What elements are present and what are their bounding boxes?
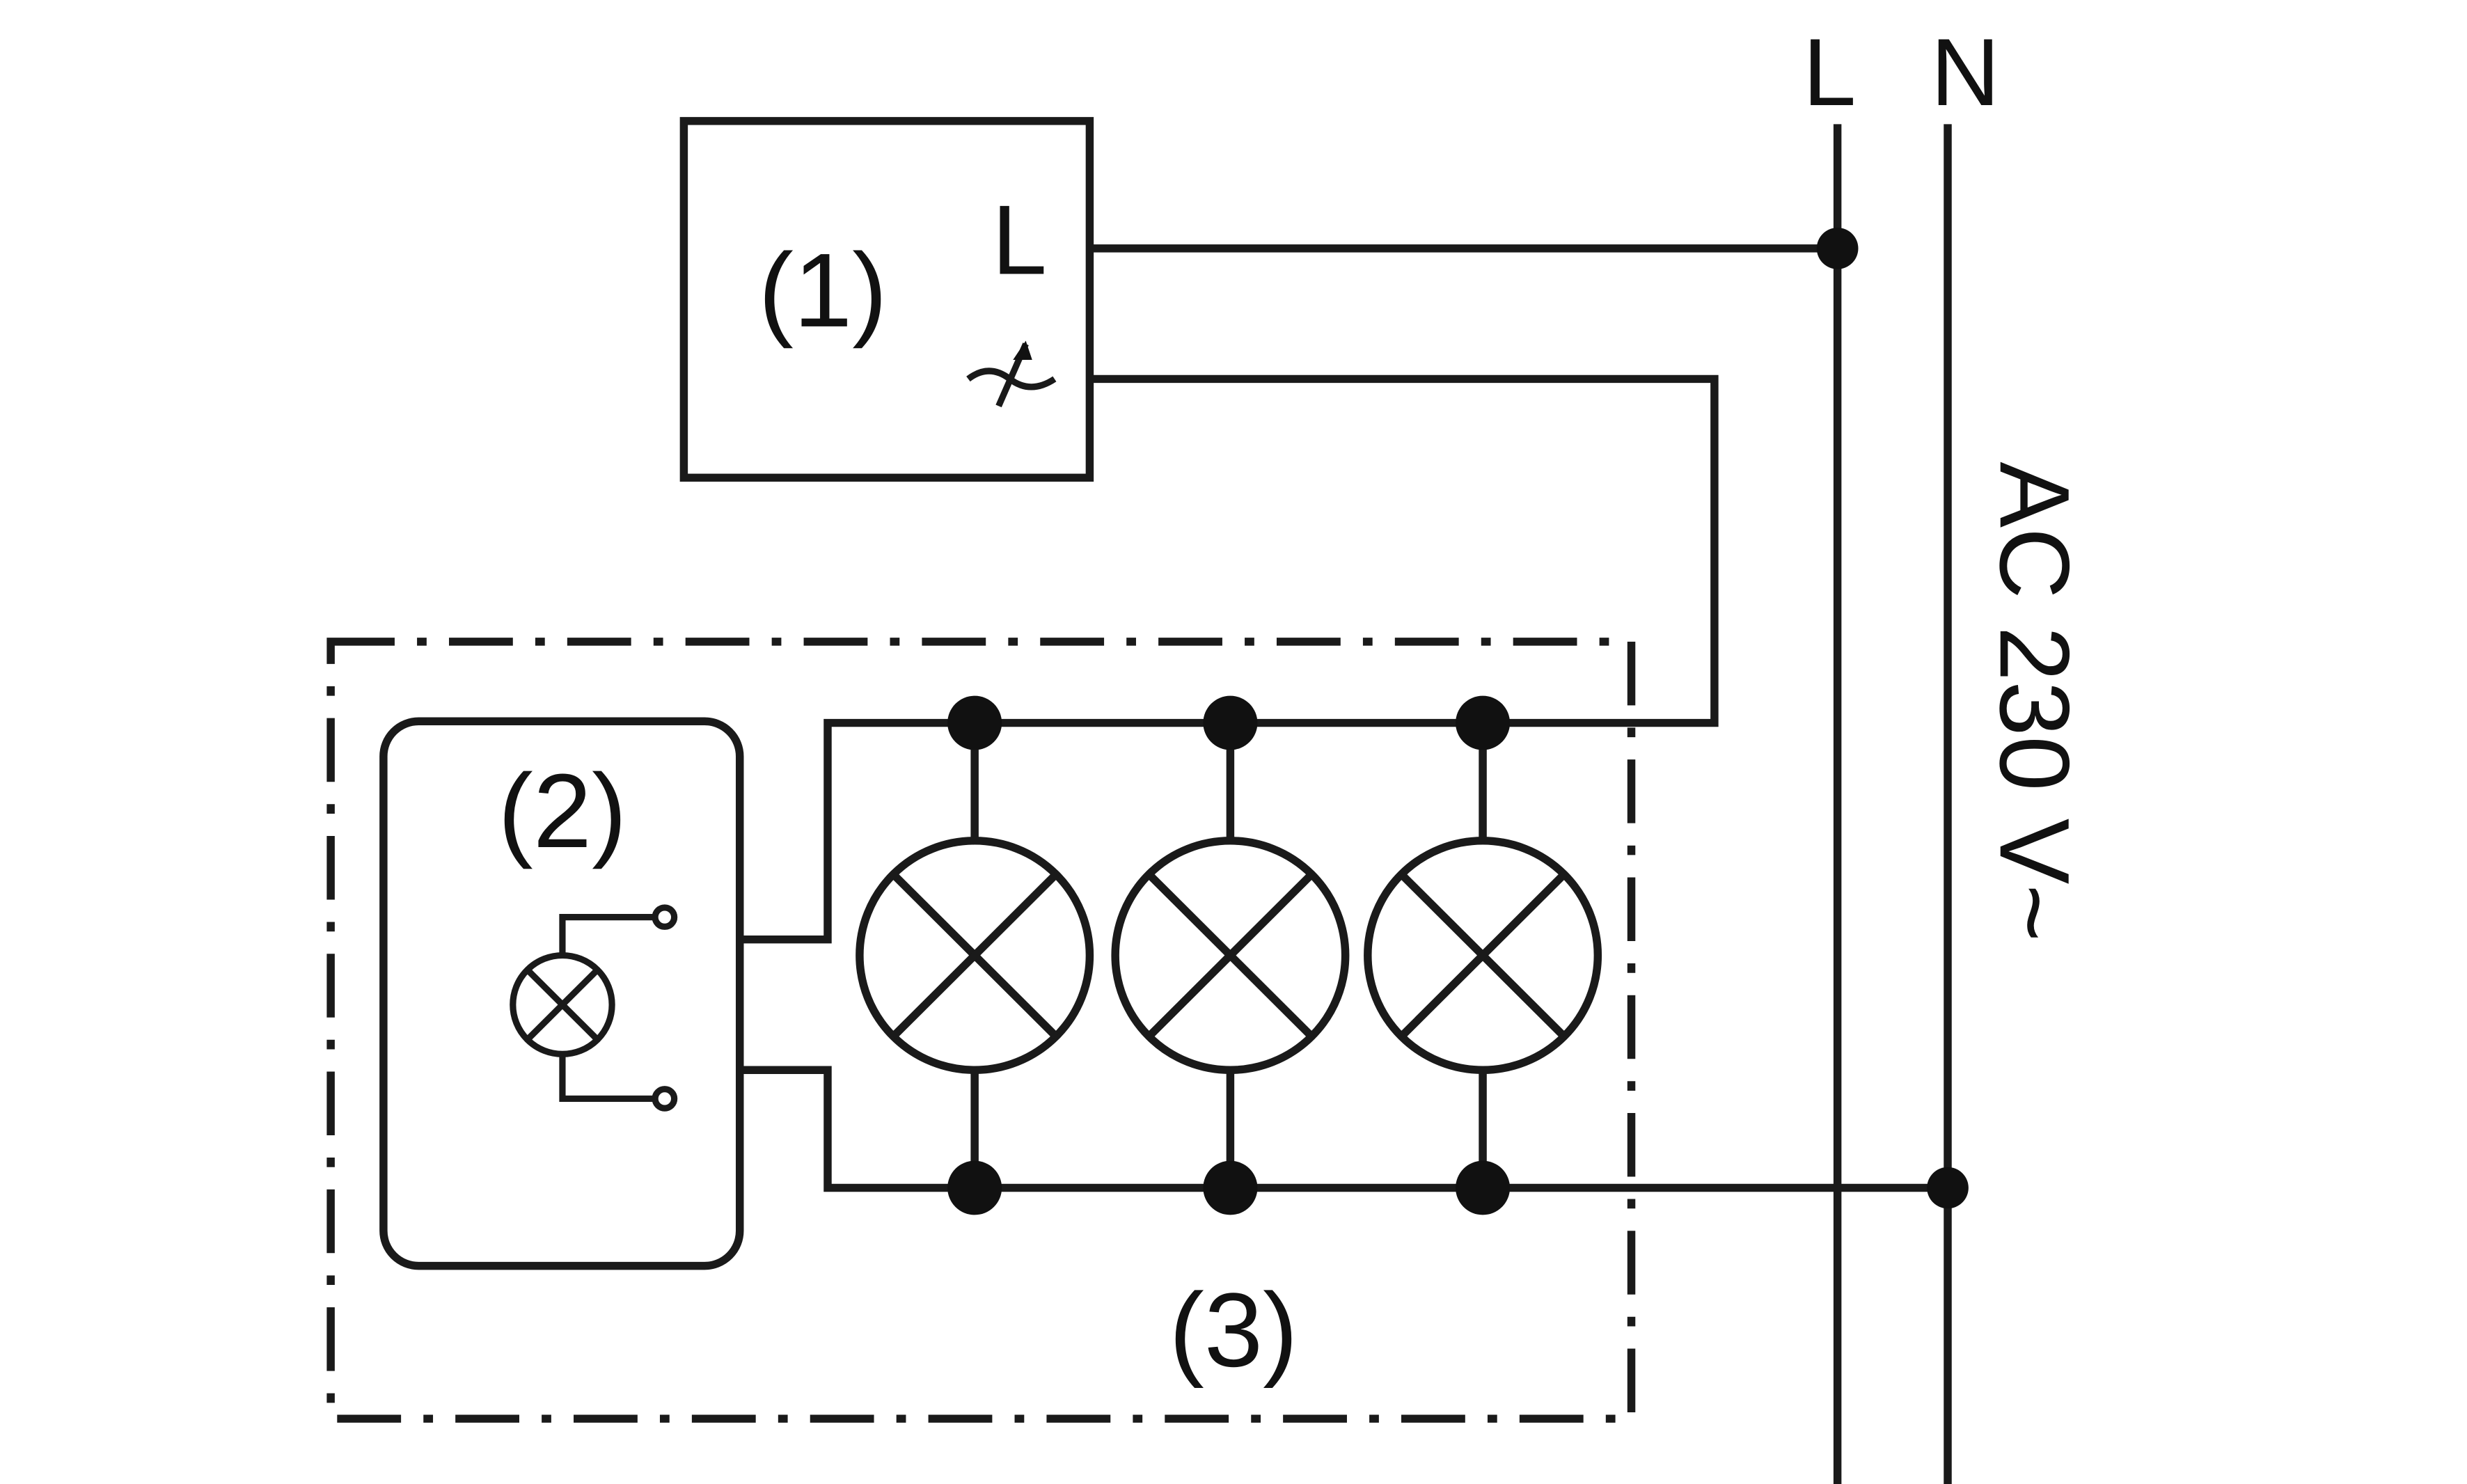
dimmer-output-icon: [966, 340, 1057, 408]
junction-n-rail: [1927, 1167, 1969, 1209]
wire-device2-bottom: [739, 1066, 1948, 1192]
group-3-enclosure: [326, 638, 1636, 1423]
device-1-box: [679, 117, 1094, 482]
lamp-3: [1364, 695, 1602, 1215]
wire-device2-top: [739, 718, 1483, 944]
lamp-3-top-junction: [1456, 695, 1511, 750]
lamp-1: [856, 695, 1094, 1215]
device-2-box: [379, 717, 744, 1270]
device-1-terminal-l: L: [992, 185, 1047, 296]
junction-l-rail: [1816, 228, 1859, 269]
lamp-3-bottom-junction: [1456, 1160, 1511, 1215]
lamp-2: [1111, 695, 1350, 1215]
device-2-lamp-icon: [510, 904, 678, 1112]
lamp-1-top-junction: [947, 695, 1002, 750]
wire-device1-dimmed-out: [1089, 374, 1719, 727]
device-2-label: (2): [498, 752, 626, 870]
rail-l-label: L: [1803, 19, 1857, 126]
group-3-label: (3): [1169, 1272, 1298, 1389]
supply-voltage-label: AC 230 V~: [1979, 461, 2090, 942]
device-1-label: (1): [759, 232, 888, 349]
lamp-1-bottom-junction: [947, 1160, 1002, 1215]
rail-n-label: N: [1931, 19, 2000, 126]
lamp-2-top-junction: [1203, 695, 1258, 750]
lamp-2-bottom-junction: [1203, 1160, 1258, 1215]
